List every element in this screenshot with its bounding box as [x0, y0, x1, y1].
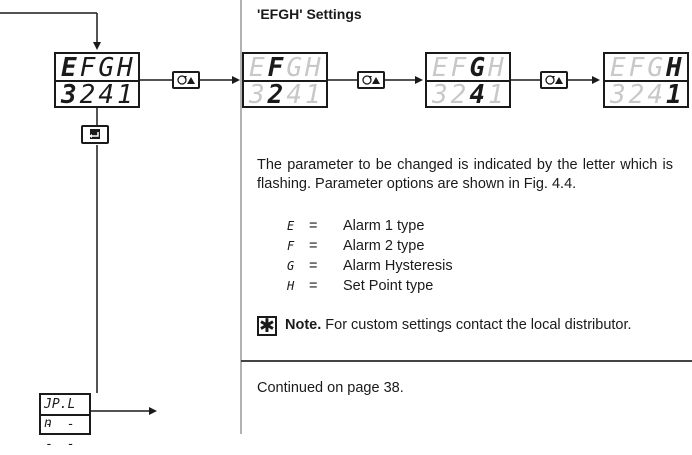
display-separator [244, 80, 326, 82]
param-code: E [287, 219, 295, 233]
display-char: 3 [249, 80, 268, 110]
display-separator [56, 80, 138, 82]
display-char: 3 [432, 80, 451, 110]
parameter-list: E = Alarm 1 type F = Alarm 2 type G = Alarm Hy… [287, 216, 453, 296]
display-char: H [665, 53, 685, 83]
param-code: G [287, 259, 295, 273]
display-char: 4 [98, 80, 117, 110]
param-text: Alarm 2 type [343, 238, 425, 254]
display-bottom-row: 3241 [605, 82, 687, 108]
display-char: G [647, 53, 666, 83]
display-char: 4 [286, 80, 305, 110]
display-bottom-row: - - - - [45, 417, 78, 452]
description-paragraph: The parameter to be changed is indicated… [257, 157, 673, 192]
display-char: 2 [79, 80, 99, 110]
note-text: For custom settings contact the local di… [321, 317, 632, 333]
param-eq: = [309, 218, 318, 234]
display-bottom-row: 3241 [244, 82, 326, 108]
display-top-row: EFGH [56, 55, 138, 81]
cycle-key-icon [357, 71, 385, 89]
display-char: 4 [469, 80, 488, 110]
display-char: F [267, 53, 287, 83]
list-item: G = Alarm Hysteresis [287, 256, 453, 276]
param-text: Alarm Hysteresis [343, 258, 453, 274]
continued-text: Continued on page 38. [257, 380, 404, 396]
param-text: Alarm 1 type [343, 218, 425, 234]
asterisk-icon: ✱ [257, 316, 277, 336]
display-char: E [61, 53, 80, 83]
display-char: 2 [450, 80, 470, 110]
list-item: H = Set Point type [287, 276, 453, 296]
display-next-parameter: JP.L n - - - - [39, 393, 91, 452]
param-eq: = [309, 238, 318, 254]
param-code: F [287, 239, 295, 253]
display-char: 3 [610, 80, 629, 110]
display-top-row: JP.L n [44, 397, 76, 431]
param-text: Set Point type [343, 278, 434, 294]
param-eq: = [309, 278, 318, 294]
section-title: 'EFGH' Settings [257, 6, 362, 22]
display-char: 1 [665, 80, 685, 110]
display-char: F [628, 53, 648, 83]
note-block: ✱ Note. For custom settings contact the l… [257, 315, 673, 336]
display-separator [41, 414, 89, 416]
display-char: 2 [267, 80, 287, 110]
display-char: H [487, 53, 507, 83]
display-separator [427, 80, 509, 82]
display-efgh-f-active: EFGH 3241 [242, 52, 328, 108]
list-item: F = Alarm 2 type [287, 236, 453, 256]
display-top-row: EFGH [244, 55, 326, 81]
display-char: 1 [304, 80, 324, 110]
display-separator [605, 80, 687, 82]
display-char: E [610, 53, 629, 83]
display-char: 1 [116, 80, 136, 110]
list-item: E = Alarm 1 type [287, 216, 453, 236]
enter-key-icon [81, 125, 109, 144]
note-label: Note. [285, 317, 322, 333]
display-char: 3 [61, 80, 80, 110]
display-efgh-h-active: EFGH 3241 [603, 52, 689, 108]
display-char: H [116, 53, 136, 83]
display-char: G [469, 53, 488, 83]
param-code: H [287, 279, 295, 293]
divider [241, 360, 692, 362]
display-bottom-row: 3241 [427, 82, 509, 108]
display-char: 2 [628, 80, 648, 110]
display-char: F [79, 53, 99, 83]
display-char: G [286, 53, 305, 83]
display-char: E [249, 53, 268, 83]
display-char: G [98, 53, 117, 83]
display-efgh-g-active: EFGH 3241 [425, 52, 511, 108]
display-char: E [432, 53, 451, 83]
cycle-key-icon [540, 71, 568, 89]
display-top-row: EFGH [605, 55, 687, 81]
display-char: 1 [487, 80, 507, 110]
display-top-row: EFGH [427, 55, 509, 81]
display-char: H [304, 53, 324, 83]
display-char: 4 [647, 80, 666, 110]
param-eq: = [309, 258, 318, 274]
display-char: F [450, 53, 470, 83]
cycle-key-icon [172, 71, 200, 89]
display-efgh-initial: EFGH 3241 [54, 52, 140, 108]
display-bottom-row: 3241 [56, 82, 138, 108]
